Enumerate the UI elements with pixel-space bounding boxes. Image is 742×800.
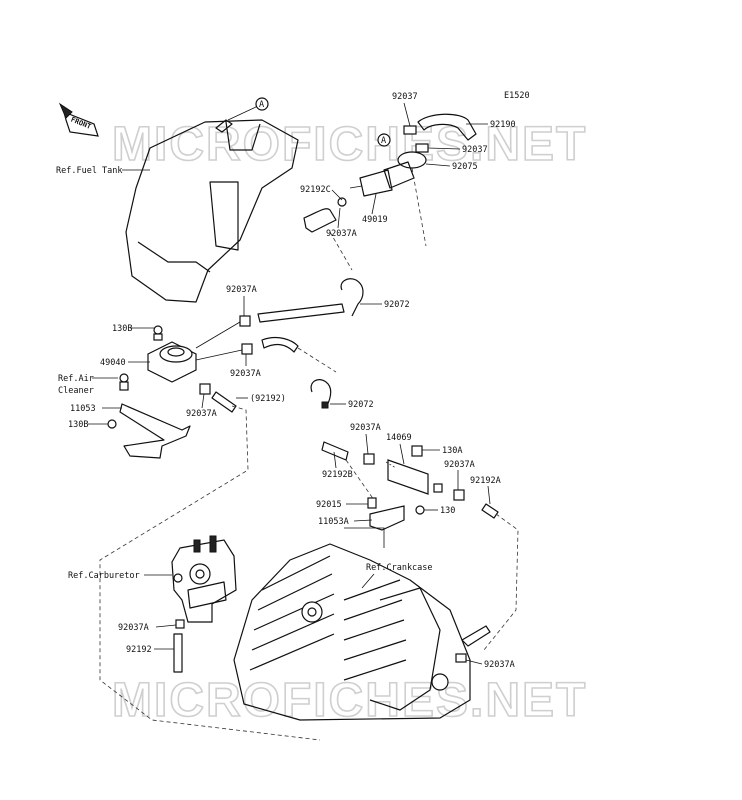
clamp-92072-lower — [310, 379, 332, 409]
part-92037a-4: 92037A — [186, 409, 217, 419]
part-92037-mid: 92037 — [462, 145, 488, 155]
label-ref-carburetor: Ref.Carburetor — [68, 571, 140, 581]
carburetor — [171, 535, 237, 673]
label-ref-fuel-tank: Ref.Fuel Tank — [56, 166, 123, 176]
fuel-valve-assembly — [321, 441, 499, 531]
part-49019: 49019 — [362, 215, 388, 225]
bracket-11053 — [107, 373, 191, 459]
engine-crankcase — [233, 543, 491, 721]
part-92072-lower: 92072 — [348, 400, 374, 410]
diagram-code: E1520 — [504, 91, 530, 101]
label-ref-air-2: Cleaner — [58, 386, 94, 396]
clamp-92072-upper — [257, 278, 364, 323]
ref-marker-a-1: A — [259, 100, 264, 110]
ref-marker-a-2: A — [381, 136, 386, 146]
part-92037a-6: 92037A — [444, 460, 475, 470]
label-ref-air-1: Ref.Air — [58, 374, 94, 384]
part-11053: 11053 — [70, 404, 96, 414]
front-arrow-icon: FRONT — [58, 102, 99, 137]
part-92037a-8: 92037A — [484, 660, 515, 670]
part-92037a-7: 92037A — [118, 623, 149, 633]
part-92190: 92190 — [490, 120, 516, 130]
part-92037a-5: 92037A — [350, 423, 381, 433]
watermark-top: MICROFICHES.NET — [112, 118, 587, 171]
watermark-bottom: MICROFICHES.NET — [112, 674, 587, 727]
part-92192a: 92192A — [470, 476, 501, 486]
part-92192c: 92192C — [300, 185, 331, 195]
part-92037a-1: 92037A — [326, 229, 357, 239]
fuel-tank: A — [125, 97, 299, 303]
fuel-pump — [147, 315, 299, 413]
label-ref-crankcase: Ref.Crankcase — [366, 563, 433, 573]
part-92037-top: 92037 — [392, 92, 418, 102]
part-130b-1: 130B — [112, 324, 132, 334]
part-92192b: 92192B — [322, 470, 353, 480]
part-92015: 92015 — [316, 500, 342, 510]
part-92072-upper: 92072 — [384, 300, 410, 310]
part-130: 130 — [440, 506, 455, 516]
part-14069: 14069 — [386, 433, 412, 443]
part-92075: 92075 — [452, 162, 478, 172]
part-92037a-3: 92037A — [230, 369, 261, 379]
part-11053a: 11053A — [318, 517, 349, 527]
part-49040: 49040 — [100, 358, 126, 368]
part-92192-paren: (92192) — [250, 394, 286, 404]
part-130b-2: 130B — [68, 420, 88, 430]
part-92192: 92192 — [126, 645, 152, 655]
part-130a: 130A — [442, 446, 462, 456]
part-92037a-2: 92037A — [226, 285, 257, 295]
